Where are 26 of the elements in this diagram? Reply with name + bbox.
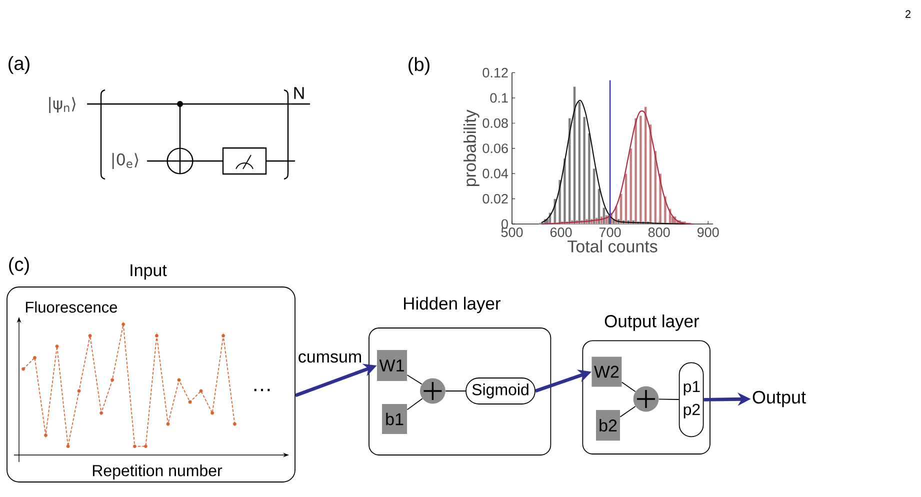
state-label: |0$_{e}$⟩ bbox=[112, 153, 138, 169]
ellipsis: … bbox=[254, 388, 270, 392]
x-tick-label: 800 bbox=[648, 228, 670, 238]
axis-label: Fluorescence bbox=[26, 301, 118, 313]
y-tick-label: 0.02 bbox=[482, 194, 508, 204]
edge-label: cumsum bbox=[296, 352, 364, 364]
x-tick-label: 600 bbox=[550, 228, 572, 238]
panel-label: (b) bbox=[408, 57, 430, 75]
x-tick-label: 700 bbox=[599, 228, 621, 238]
y-tick-label: 0.12 bbox=[482, 68, 508, 78]
box-heading: Output layer bbox=[604, 314, 700, 331]
x-axis-title: Total counts bbox=[568, 240, 658, 252]
repeat-label: N bbox=[294, 87, 304, 99]
y-tick-label: 0.08 bbox=[482, 118, 508, 128]
axis-label: Repetition number bbox=[92, 464, 222, 480]
y-tick-label: 0.04 bbox=[482, 168, 508, 178]
x-tick-label: 500 bbox=[501, 228, 523, 238]
box-heading: Input bbox=[130, 264, 167, 280]
x-tick-label: 900 bbox=[697, 228, 719, 238]
state-label: |ψ$_{n}$⟩ bbox=[49, 97, 76, 113]
y-tick-label: 0.06 bbox=[482, 144, 508, 154]
box-heading: Hidden layer bbox=[404, 296, 500, 314]
y-axis-title: probability bbox=[463, 110, 480, 186]
y-tick-label: 0.1 bbox=[490, 93, 508, 103]
page-number: 2 bbox=[906, 10, 910, 18]
panel-label: (a) bbox=[8, 56, 30, 74]
